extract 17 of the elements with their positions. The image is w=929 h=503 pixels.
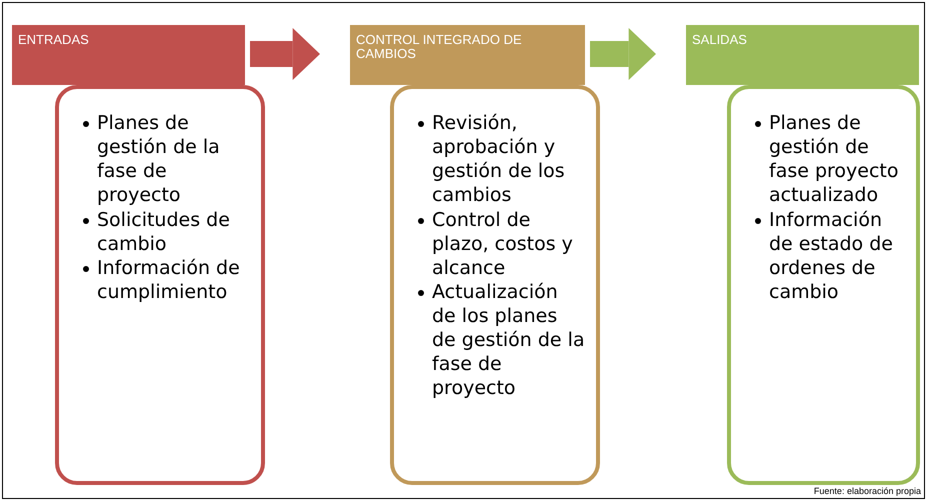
bullet-item: Revisión, aprobación y gestión de los cambios: [432, 112, 565, 206]
header-banner: [12, 25, 245, 85]
bullet-item: Solicitudes de cambio: [97, 208, 230, 255]
bullet-item: Actualización de los planes de gestión de la fase de proyecto: [432, 280, 585, 400]
header-text: ENTRADAS: [18, 32, 89, 47]
header-text: CONTROL INTEGRADO DE CAMBIOS: [356, 32, 522, 62]
header-text: SALIDAS: [692, 32, 747, 47]
header-banner: [686, 25, 919, 85]
list-card: [55, 85, 265, 485]
bullet-item: Información de estado de ordenes de cambio: [769, 208, 893, 303]
bullet-item: Planes de gestión de la fase de proyecto: [97, 112, 220, 206]
bullet-item: Planes de gestión de fase proyecto actualizado: [769, 112, 898, 206]
list-card: [727, 85, 920, 485]
list-card: [390, 85, 600, 485]
bullet-item: Control de plazo, costos y alcance: [432, 208, 573, 279]
header-banner: [350, 25, 585, 85]
bullet-item: Información de cumplimiento: [97, 256, 240, 303]
